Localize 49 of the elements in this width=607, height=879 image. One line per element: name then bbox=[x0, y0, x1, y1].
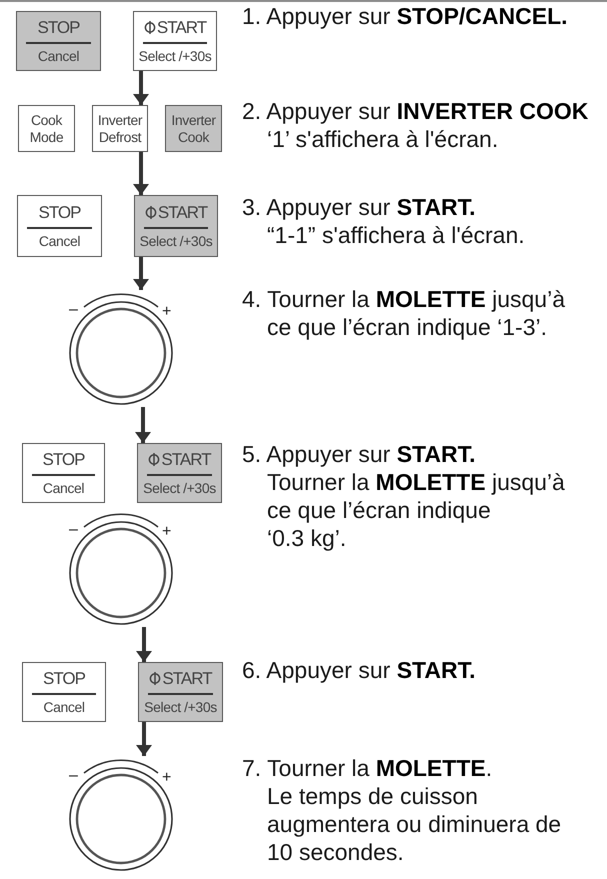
keypad-key bbox=[16, 11, 101, 71]
instruction-text: 2. Appuyer sur INVERTER COOK ‘1’ s'affichera à l'écran. bbox=[242, 97, 588, 153]
minus-sign: – bbox=[69, 302, 78, 318]
plus-sign: + bbox=[162, 524, 172, 540]
arrow bbox=[135, 407, 151, 443]
key-label: STOP bbox=[38, 18, 80, 38]
instruction-text: 7. Tourner la MOLETTE. Le temps de cuisson augmentera ou diminuera de 10 secondes. bbox=[242, 754, 562, 866]
arrow bbox=[136, 627, 152, 662]
key-sublabel: Select /+30s bbox=[138, 46, 212, 64]
key-sublabel: Cancel bbox=[42, 478, 84, 496]
minus-sign: – bbox=[69, 768, 78, 784]
key-sublabel: Select /+30s bbox=[143, 478, 216, 496]
keypad-key bbox=[134, 195, 218, 257]
key-label: Cook Mode bbox=[28, 112, 64, 146]
key-label: STOP bbox=[42, 450, 84, 470]
keypad-key bbox=[138, 662, 223, 722]
key-label: START bbox=[158, 202, 208, 222]
keypad-key bbox=[165, 105, 222, 152]
key-label: START bbox=[162, 668, 212, 688]
key-label: STOP bbox=[43, 668, 85, 688]
instruction-text: 6. Appuyer sur START. bbox=[242, 656, 476, 684]
key-label: STOP bbox=[38, 202, 80, 222]
key-sublabel: Select /+30s bbox=[144, 698, 217, 716]
key-label: START bbox=[156, 18, 206, 38]
instruction-text: 1. Appuyer sur STOP/CANCEL. bbox=[242, 2, 568, 30]
key-label: Inverter Cook bbox=[170, 112, 217, 146]
key-label: Inverter Defrost bbox=[96, 112, 144, 146]
instruction-text: 5. Appuyer sur START. Tourner la MOLETTE jusqu’à ce que l’écran indique ‘0.3 kg’. bbox=[242, 440, 565, 552]
minus-sign: – bbox=[69, 522, 78, 538]
arrow bbox=[133, 152, 149, 195]
keypad-key bbox=[22, 443, 105, 503]
keypad-key bbox=[137, 443, 222, 503]
keypad-key bbox=[133, 11, 217, 71]
keypad-key bbox=[17, 195, 102, 257]
arrow bbox=[133, 71, 149, 105]
key-sublabel: Select /+30s bbox=[140, 232, 212, 250]
key-sublabel: Cancel bbox=[43, 698, 85, 716]
instruction-text: 3. Appuyer sur START. “1-1” s'affichera à l'écran. bbox=[242, 193, 525, 249]
instruction-text: 4. Tourner la MOLETTE jusqu’à ce que l’écran indique ‘1-3’. bbox=[242, 285, 565, 341]
arrow bbox=[136, 722, 152, 756]
plus-sign: + bbox=[162, 770, 172, 786]
keypad-key bbox=[92, 105, 148, 152]
key-sublabel: Cancel bbox=[38, 46, 80, 64]
key-sublabel: Cancel bbox=[38, 232, 80, 250]
keypad-key bbox=[22, 662, 106, 722]
plus-sign: + bbox=[162, 304, 172, 320]
key-label: START bbox=[161, 450, 211, 470]
keypad-key bbox=[18, 105, 75, 152]
arrow bbox=[133, 257, 149, 290]
